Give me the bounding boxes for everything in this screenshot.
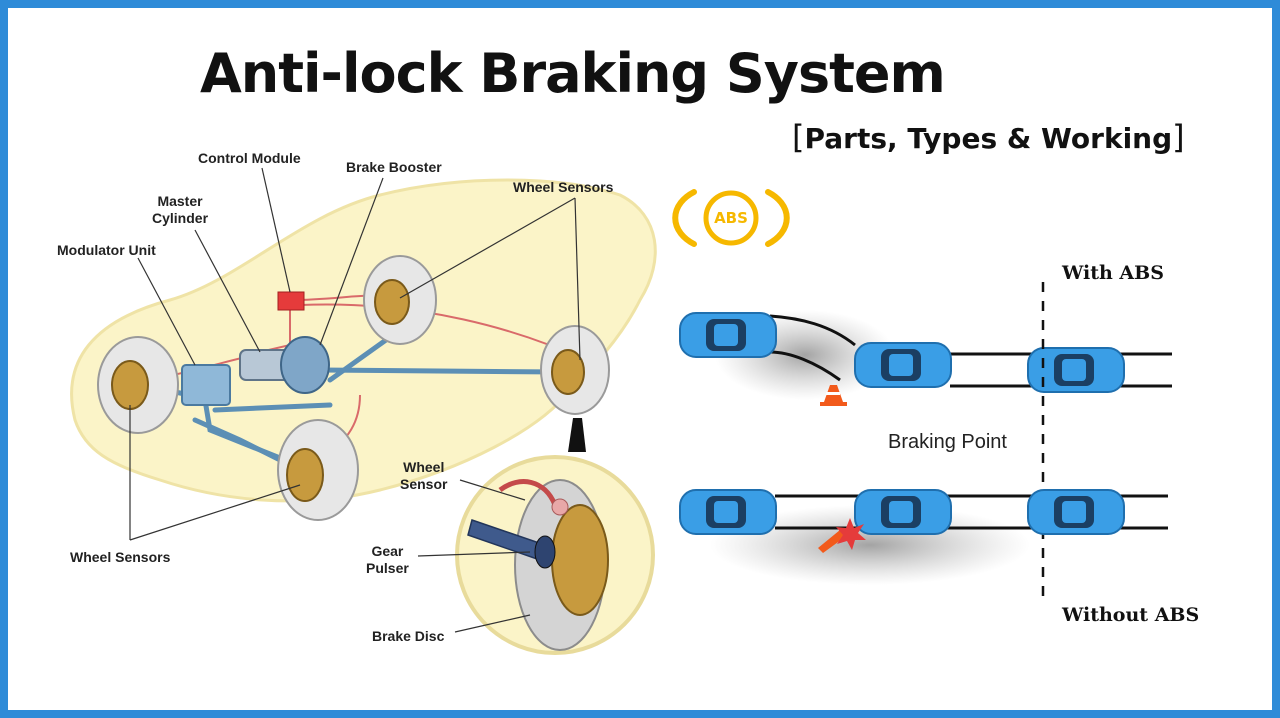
rear-left-wheel [277, 419, 359, 521]
with-abs-car-1 [679, 312, 777, 358]
front-right-wheel [363, 255, 437, 345]
label-wheel-sensors-bottom: Wheel Sensors [70, 549, 171, 565]
traffic-cone-icon [820, 385, 847, 406]
page-title: Anti-lock Braking System [200, 42, 946, 105]
label-master-cylinder: Master Cylinder [152, 193, 209, 226]
abs-warning-icon [672, 189, 790, 247]
label-with-abs: With ABS [1062, 262, 1164, 284]
without-abs-car-3 [1027, 489, 1125, 535]
label-wheel-sensors-top: Wheel Sensors [513, 179, 614, 195]
rear-right-wheel [540, 325, 610, 415]
leader-lines [129, 167, 581, 541]
without-abs-track [679, 489, 1168, 585]
front-left-wheel [97, 336, 179, 434]
knocked-cone-icon [818, 530, 845, 553]
modulator-unit-block [181, 364, 231, 406]
wheel-sensor-detail [417, 455, 655, 655]
with-abs-track [679, 310, 1172, 406]
label-wheel-sensor: Wheel Sensor [400, 459, 448, 492]
subtitle-text: Parts, Types & Working [804, 122, 1173, 155]
label-without-abs: Without ABS [1062, 604, 1200, 626]
label-brake-disc: Brake Disc [372, 628, 445, 644]
subtitle-bracket-close: ] [1172, 118, 1185, 156]
label-braking-point: Braking Point [888, 431, 1007, 453]
label-control-module: Control Module [198, 150, 301, 166]
with-abs-car-2 [854, 342, 952, 388]
without-abs-car-1 [679, 489, 777, 535]
collision-burst-icon [836, 518, 866, 550]
label-brake-booster: Brake Booster [346, 159, 442, 175]
without-abs-car-2 [854, 489, 952, 535]
label-modulator-unit: Modulator Unit [57, 242, 156, 258]
control-module-box [277, 291, 305, 311]
page-subtitle: [Parts, Types & Working] [792, 118, 1185, 156]
label-gear-pulser: Gear Pulser [366, 543, 409, 576]
callout-pointer [568, 418, 586, 452]
subtitle-bracket-open: [ [792, 118, 805, 156]
abs-icon-text: ABS [714, 209, 748, 227]
car-silhouette [70, 178, 657, 503]
brake-booster-body [280, 336, 330, 394]
